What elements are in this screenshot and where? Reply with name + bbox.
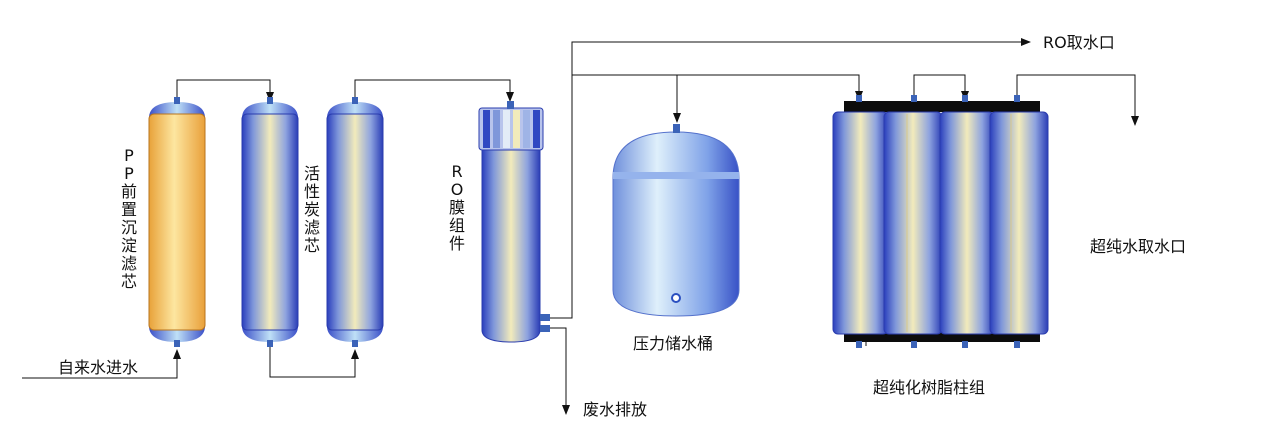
pipe-waste [549, 327, 570, 415]
carbon-filter-label: 活性炭滤芯 [303, 164, 320, 255]
pipe-carbon2-to-ro [354, 79, 514, 102]
pp-filter-housing [148, 97, 206, 347]
pipe-ultrapure-out [1016, 74, 1139, 126]
pipe-tap-inlet [22, 349, 181, 379]
pressure-tank-label: 压力储水桶 [633, 334, 714, 353]
resin-column-group [832, 95, 1049, 348]
resin-columns-label: 超纯化树脂柱组 [873, 378, 986, 397]
tap-water-inlet-label: 自来水进水 [58, 358, 139, 377]
pipe-pp-to-carbon1 [176, 79, 274, 102]
pipe-ro-permeate [549, 38, 1031, 319]
ro-module-label: RO膜组件 [448, 162, 465, 253]
pipe-resin-link-1 [913, 74, 969, 101]
pipe-to-resin [572, 74, 863, 101]
ultrapure-outlet-label: 超纯水取水口 [1090, 237, 1187, 256]
ro-membrane-housing [478, 101, 550, 343]
waste-drain-label: 废水排放 [583, 400, 648, 419]
pipe-carbon1-to-carbon2 [269, 344, 359, 378]
ro-outlet-label: RO取水口 [1043, 33, 1115, 52]
pressure-tank [612, 124, 740, 317]
carbon-filter-1-housing [241, 97, 299, 347]
carbon-filter-2-housing [326, 97, 384, 347]
pp-filter-label: PP前置沉淀滤芯 [120, 146, 137, 291]
